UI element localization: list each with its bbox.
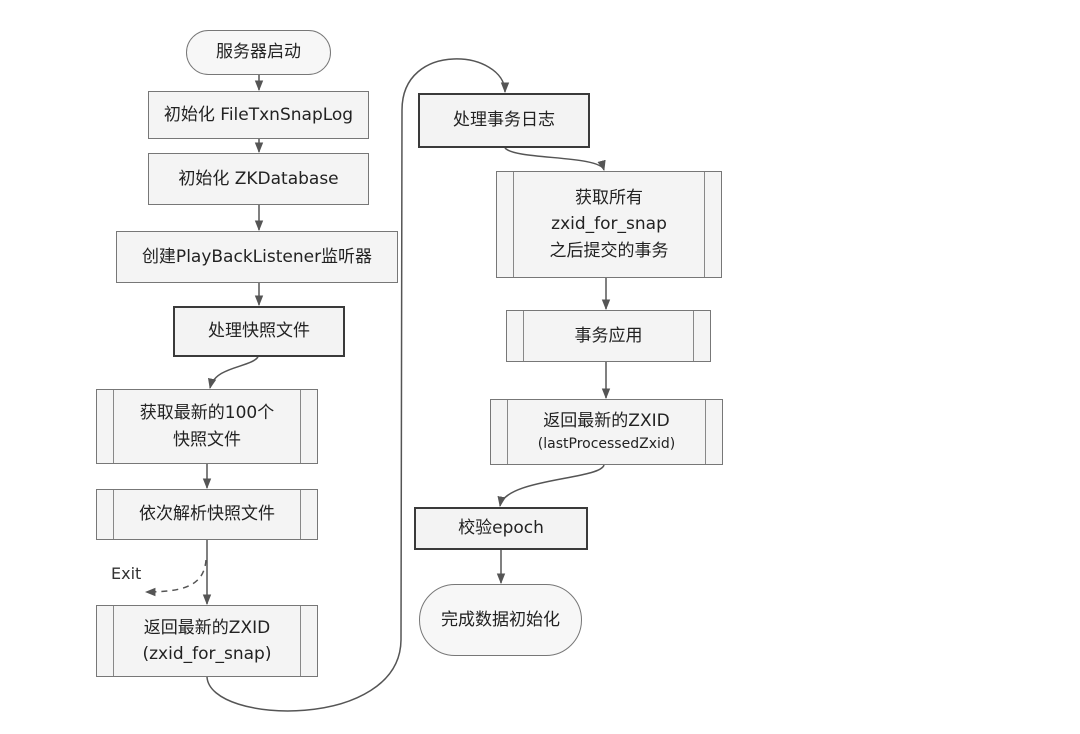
init-txn-snap-log-label: 初始化 FileTxnSnapLog [163,104,354,125]
process-rail-left [113,390,114,463]
finish-label: 完成数据初始化 [441,609,560,630]
process-rail-right [705,400,706,464]
verify-epoch-box: 校验epoch [414,507,588,550]
return-zxid-snap-box: 返回最新的ZXID (zxid_for_snap) [96,605,318,677]
arrow-process-log-to-fetch-txns [504,147,606,172]
process-snapshots-label: 处理快照文件 [208,321,310,342]
return-zxid-processed-box: 返回最新的ZXID (lastProcessedZxid) [490,399,723,465]
fetch-txns-line-3: 之后提交的事务 [549,240,669,261]
fetch-txns-line-1: 获取所有 [575,187,643,208]
apply-txns-box: 事务应用 [506,310,711,362]
return-zxid-snap-line-1: 返回最新的ZXID [143,617,271,638]
finish-terminator: 完成数据初始化 [419,584,582,656]
start-terminator: 服务器启动 [186,30,331,75]
fetch-txns-line-2: zxid_for_snap [551,214,667,235]
start-label: 服务器启动 [216,42,301,63]
exit-label: Exit [111,564,142,583]
process-rail-left [507,400,508,464]
arrow-left-to-right-column [206,58,510,712]
return-zxid-snap-line-2: (zxid_for_snap) [142,644,272,664]
init-txn-snap-log-box: 初始化 FileTxnSnapLog [148,91,369,139]
fetch-snapshots-box: 获取最新的100个 快照文件 [96,389,318,464]
init-zk-database-label: 初始化 ZKDatabase [178,168,339,189]
process-snapshots-box: 处理快照文件 [173,306,345,357]
create-listener-box: 创建PlayBackListener监听器 [116,231,398,283]
parse-snapshots-box: 依次解析快照文件 [96,489,318,540]
verify-epoch-label: 校验epoch [458,518,544,539]
return-zxid-processed-line-2: (lastProcessedZxid) [537,436,676,453]
arrow-exit-dashed [144,559,207,597]
parse-snapshots-label: 依次解析快照文件 [139,504,275,525]
fetch-snapshots-line-2: 快照文件 [173,429,241,450]
create-listener-label: 创建PlayBackListener监听器 [141,246,373,267]
process-rail-right [300,606,301,676]
apply-txns-label: 事务应用 [574,325,643,346]
return-zxid-processed-line-1: 返回最新的ZXID [543,410,670,431]
process-rail-left [113,606,114,676]
process-rail-left [523,311,524,361]
process-rail-left [513,172,514,277]
arrow-process-snap-to-fetch [208,356,259,390]
process-txn-log-label: 处理事务日志 [453,110,555,131]
fetch-snapshots-line-1: 获取最新的100个 [139,403,275,424]
process-rail-right [693,311,694,361]
process-rail-right [300,390,301,463]
init-zk-database-box: 初始化 ZKDatabase [148,153,369,205]
arrow-return-to-epoch [497,464,605,508]
process-rail-right [300,490,301,539]
process-rail-right [704,172,705,277]
process-rail-left [113,490,114,539]
process-txn-log-box: 处理事务日志 [418,93,590,148]
fetch-txns-box: 获取所有 zxid_for_snap 之后提交的事务 [496,171,722,278]
